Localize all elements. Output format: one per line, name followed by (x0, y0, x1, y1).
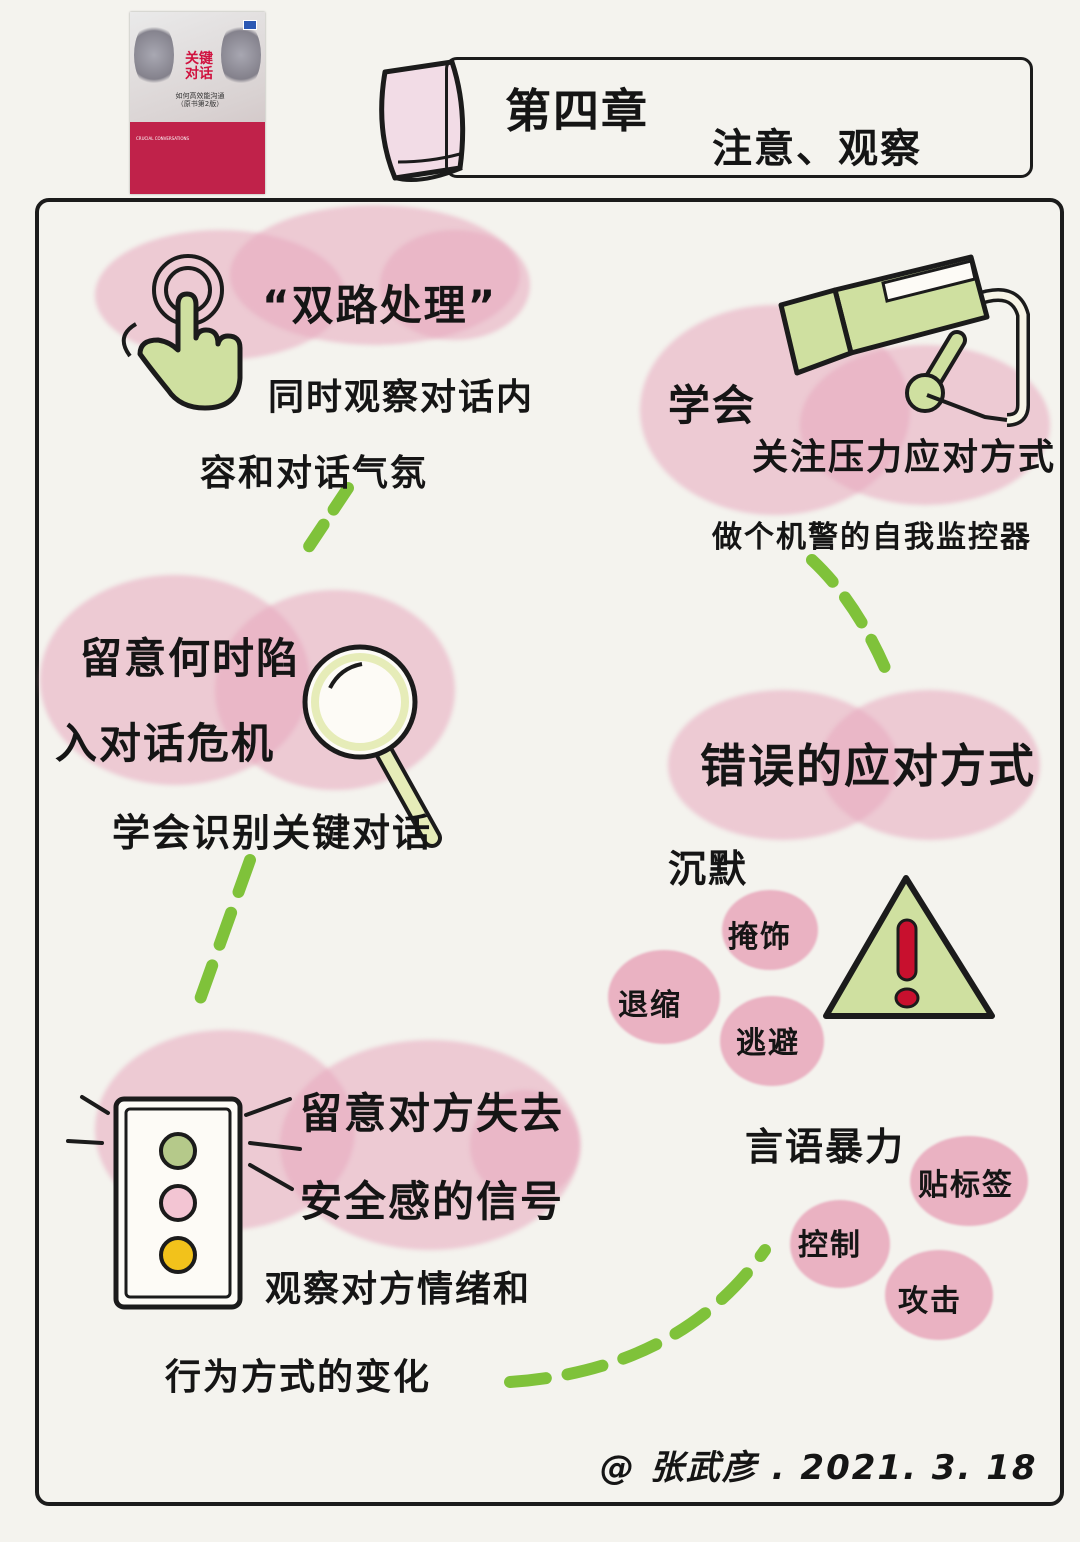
signal-line3: 观察对方情绪和 (265, 1260, 531, 1312)
crisis-line1: 留意何时陷 (80, 625, 300, 686)
crisis-line2: 入对话危机 (55, 710, 275, 771)
silence-label: 沉默 (668, 838, 748, 893)
dual-processing-line1: 同时观察对话内 (268, 368, 534, 420)
signal-line4: 行为方式的变化 (165, 1348, 431, 1400)
stress-line2: 关注压力应对方式 (752, 428, 1056, 480)
warning-icon (820, 870, 1000, 1025)
verbal-violence-label: 言语暴力 (745, 1116, 905, 1171)
crisis-line3: 学会识别关键对话 (112, 802, 432, 857)
security-camera-icon (775, 245, 1045, 435)
dual-processing-title: “双路处理” (262, 272, 497, 333)
silence-item-mask: 掩饰 (728, 912, 792, 956)
silence-item-withdraw: 退缩 (618, 980, 682, 1024)
stress-line1: 学会 (668, 372, 756, 433)
tap-hand-icon (110, 250, 250, 420)
violence-item-attack: 攻击 (898, 1276, 962, 1320)
silence-item-avoid: 逃避 (736, 1018, 800, 1062)
wrong-response-title: 错误的应对方式 (700, 730, 1036, 796)
stress-line3: 做个机警的自我监控器 (712, 512, 1032, 556)
violence-item-label: 贴标签 (918, 1160, 1014, 1204)
violence-item-control: 控制 (798, 1220, 862, 1264)
signal-line2: 安全感的信号 (300, 1168, 564, 1229)
signal-line1: 留意对方失去 (300, 1080, 564, 1141)
dual-processing-line2: 容和对话气氛 (200, 444, 428, 496)
signature: @ 张武彦 . 2021. 3. 18 (600, 1440, 1038, 1489)
